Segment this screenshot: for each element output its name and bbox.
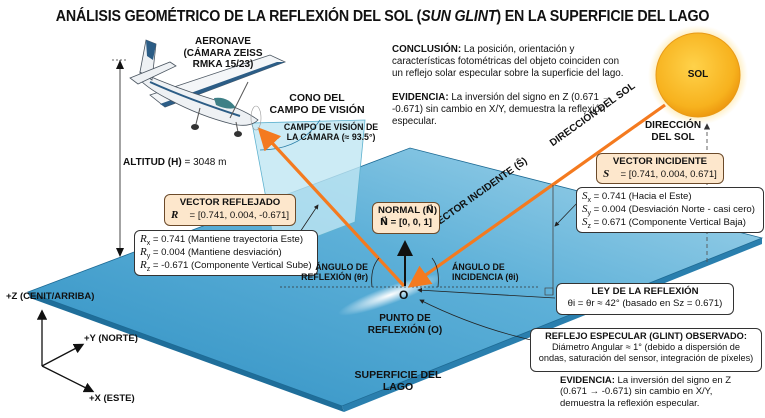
law-of-reflection-box: LEY DE LA REFLEXIÓN θi = θr ≈ 42° (basad… [556, 283, 734, 315]
sun-disk [655, 32, 741, 118]
reflection-angle-arc [371, 257, 380, 288]
incidence-angle-arc [431, 257, 439, 288]
axis-y-label: +Y (NORTE) [84, 333, 138, 344]
altitude-label: ALTITUD (H) = 3048 m [123, 157, 227, 168]
sun-label: SOL [687, 69, 709, 80]
incident-vector-box: VECTOR INCIDENTE S⃗ = [0.741, 0.004, 0.6… [596, 153, 724, 184]
conclusion-text: CONCLUSIÓN: La posición, orientación y c… [392, 44, 624, 80]
axis-x-label: +X (ESTE) [89, 393, 135, 404]
leader-law [417, 287, 556, 299]
incident-ray [407, 103, 666, 288]
incident-component-y: Sy = 0.004 (Desviación Norte - casi cero… [582, 203, 755, 218]
incident-component-x: Sx = 0.741 (Hacia el Este) [582, 190, 692, 204]
leader-incident [554, 199, 581, 227]
reflection-point-O: O [399, 288, 409, 302]
reflected-component-x: Rx = 0.741 (Mantiene trayectoria Este) [140, 233, 304, 247]
incident-components-box: Sx = 0.741 (Hacia el Este) Sy = 0.004 (D… [576, 187, 764, 233]
reflected-ray [257, 127, 406, 288]
reflected-components-box: Rx = 0.741 (Mantiene trayectoria Este) R… [134, 230, 318, 276]
page-title: ANÁLISIS GEOMÉTRICO DE LA REFLEXIÓN DEL … [55, 8, 710, 25]
evidence-bottom-text: EVIDENCIA: La inversión del signo en Z (… [560, 375, 732, 409]
leader-reflected [299, 204, 319, 233]
reflected-component-y: Ry = 0.004 (Mantiene desviación) [140, 246, 282, 261]
reflected-component-z: Rz = -0.671 (Componente Vertical Sube) [140, 259, 312, 274]
normal-vector-box: NORMAL (N⃗) N⃗ = [0, 0, 1] [372, 202, 440, 234]
coordinate-axes [36, 309, 95, 393]
reflected-vector-box: VECTOR REFLEJADO R⃗ = [0.741, 0.004, -0.… [164, 194, 296, 226]
glint-observed-box: REFLEJO ESPECULAR (GLINT) OBSERVADO: Diá… [530, 328, 762, 372]
incident-component-z: Sz = 0.671 (Componente Vertical Baja) [582, 216, 746, 231]
axis-z-label: +Z (CENIT/ARRIBA) [6, 291, 95, 302]
evidence-top-text: EVIDENCIA: La inversión del signo en Z (… [392, 92, 612, 128]
aircraft-illustration [129, 39, 287, 137]
